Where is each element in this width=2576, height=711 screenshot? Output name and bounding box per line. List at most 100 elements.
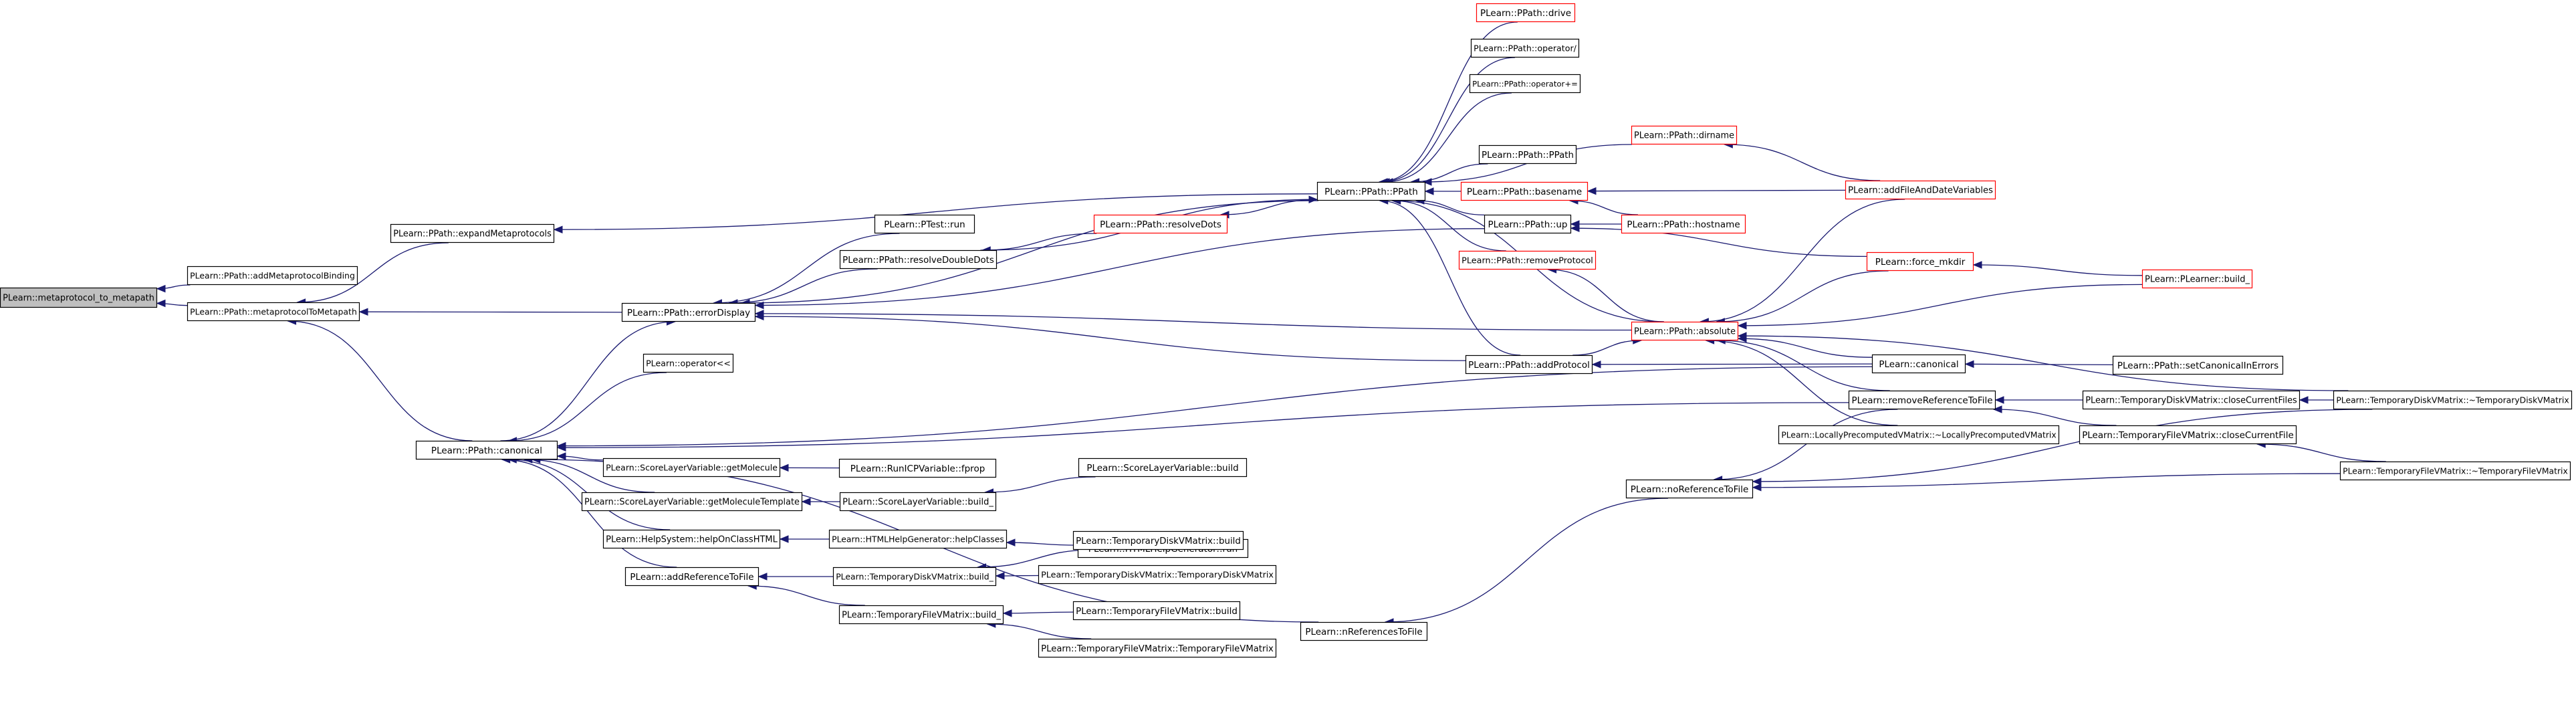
node-n23[interactable]: PLearn::TemporaryFileVMatrix::build_ (838, 605, 1004, 625)
node-n4[interactable]: PLearn::PPath::errorDisplay (621, 302, 756, 322)
node-label: PLearn::PPath::metaprotocolToMetapath (190, 307, 357, 317)
node-n13[interactable]: PLearn::HelpSystem::helpOnClassHTML (602, 529, 781, 549)
node-n3[interactable]: PLearn::PPath::expandMetaprotocols (390, 223, 555, 243)
node-n33[interactable]: PLearn::PPath::hostname (1621, 214, 1746, 234)
call-edge-n36-to-n35 (1548, 269, 1664, 322)
node-box (415, 440, 558, 460)
node-n49[interactable]: PLearn::TemporaryFileVMatrix::~Temporary… (2339, 461, 2571, 481)
node-n46[interactable]: PLearn::LocallyPrecomputedVMatrix::~Loca… (1778, 425, 2060, 445)
node-label: PLearn::ScoreLayerVariable::getMolecule (606, 463, 778, 473)
node-label: PLearn::PPath::dirname (1634, 131, 1734, 141)
node-label: PLearn::RunICPVariable::fprop (850, 464, 985, 474)
call-edge-n40-to-n39 (1973, 264, 2143, 276)
node-label: PLearn::PPath::absolute (1634, 327, 1736, 337)
node-n25[interactable]: PLearn::TemporaryFileVMatrix::TemporaryF… (1038, 638, 1277, 658)
node-n17[interactable]: PLearn::ScoreLayerVariable::build (1078, 458, 1248, 478)
node-n48[interactable]: PLearn::noReferenceToFile (1625, 479, 1754, 499)
node-n36[interactable]: PLearn::PPath::absolute (1631, 321, 1739, 341)
node-n14[interactable]: PLearn::addReferenceToFile (624, 567, 759, 587)
node-n10[interactable]: PLearn::operator<< (642, 353, 734, 373)
node-label: PLearn::HTMLHelpGenerator::helpClasses (832, 534, 1004, 544)
call-edge-n43-to-n36 (1717, 340, 1890, 391)
node-label: PLearn::PLearner::build_ (2145, 275, 2250, 285)
node-label: PLearn::operator<< (646, 359, 731, 369)
node-n26[interactable]: PLearn::nReferencesToFile (1300, 621, 1428, 641)
node-n31[interactable]: PLearn::PPath::PPath (1478, 144, 1577, 165)
node-n44[interactable]: PLearn::TemporaryDiskVMatrix::closeCurre… (2082, 390, 2301, 410)
node-n27[interactable]: PLearn::PPath::drive (1476, 3, 1576, 23)
arrowhead-n19-to-n18 (1006, 538, 1016, 546)
node-n32[interactable]: PLearn::PPath::basename (1460, 181, 1589, 201)
node-n12[interactable]: PLearn::ScoreLayerVariable::getMoleculeT… (581, 492, 803, 512)
node-n16[interactable]: PLearn::ScoreLayerVariable::build_ (839, 492, 997, 512)
arrowhead-n41-to-n37 (1591, 361, 1601, 369)
call-edge-n36-to-n4 (755, 313, 1632, 331)
node-n11[interactable]: PLearn::ScoreLayerVariable::getMolecule (602, 458, 781, 478)
arrowhead-n20-to-n14 (757, 573, 768, 581)
node-label: PLearn::PPath::addProtocol (1468, 360, 1590, 371)
node-label: PLearn::LocallyPrecomputedVMatrix::~Loca… (1781, 431, 2056, 440)
node-label: PLearn::TemporaryFileVMatrix::TemporaryF… (1041, 644, 1274, 654)
node-box (828, 529, 1008, 549)
nodes-layer: PLearn::metaprotocol_to_metapathPLearn::… (0, 3, 2573, 658)
node-n7[interactable]: PLearn::PTest::run (874, 214, 975, 234)
node-box (839, 492, 997, 512)
node-label: PLearn::TemporaryDiskVMatrix::TemporaryD… (1041, 571, 1274, 581)
arrowhead-n15-to-n11 (779, 464, 789, 472)
node-n42[interactable]: PLearn::PPath::setCanonicalInErrors (2112, 355, 2284, 375)
call-edge-n6-to-n9 (1220, 199, 1318, 215)
node-box (1316, 181, 1426, 201)
call-edge-n6-to-n3 (554, 193, 1318, 230)
node-box (1866, 251, 1974, 272)
call-edge-n40-to-n36 (1738, 284, 2143, 326)
node-box (838, 458, 997, 478)
node-box (1300, 621, 1428, 641)
arrowhead-n6-to-n3 (553, 225, 563, 234)
node-label: PLearn::PPath::basename (1467, 187, 1582, 197)
call-edge-n8-to-n4 (729, 268, 878, 304)
node-n8[interactable]: PLearn::PPath::resolveDoubleDots (839, 249, 998, 270)
node-box (2079, 425, 2297, 445)
call-edge-n43-to-n48 (1714, 409, 1898, 480)
node-n34[interactable]: PLearn::PPath::up (1484, 214, 1572, 234)
node-n41[interactable]: PLearn::canonical (1871, 354, 1966, 374)
node-n15[interactable]: PLearn::RunICPVariable::fprop (838, 458, 997, 478)
node-n45[interactable]: PLearn::TemporaryDiskVMatrix::~Temporary… (2333, 390, 2573, 410)
call-edge-n47-to-n43 (1994, 409, 2117, 426)
call-edge-n38-to-n30 (1724, 144, 1881, 181)
node-n47[interactable]: PLearn::TemporaryFileVMatrix::closeCurre… (2079, 425, 2297, 445)
call-edge-n45-to-n48 (1752, 409, 2373, 482)
call-edge-n24-to-n23 (1003, 611, 1074, 614)
node-n37[interactable]: PLearn::PPath::addProtocol (1465, 354, 1593, 375)
node-label: PLearn::PPath::PPath (1324, 187, 1418, 197)
arrowhead-n42-to-n41 (1964, 360, 1974, 369)
call-edge-n7-to-n4 (713, 233, 900, 304)
node-n2[interactable]: PLearn::PPath::metaprotocolToMetapath (187, 302, 360, 322)
node-n18[interactable]: PLearn::HTMLHelpGenerator::helpClasses (828, 529, 1008, 549)
arrowhead-n45-to-n48 (1752, 478, 1762, 486)
node-n28[interactable]: PLearn::PPath::operator/ (1470, 38, 1580, 58)
node-n6[interactable]: PLearn::PPath::PPath (1316, 181, 1426, 201)
node-label: PLearn::PPath::errorDisplay (627, 308, 750, 318)
node-n29[interactable]: PLearn::PPath::operator+= (1469, 74, 1581, 94)
node-n9[interactable]: PLearn::PPath::resolveDots (1093, 214, 1228, 234)
node-n40[interactable]: PLearn::PLearner::build_ (2141, 269, 2253, 289)
node-n30[interactable]: PLearn::PPath::dirname (1631, 125, 1738, 145)
node-n24[interactable]: PLearn::TemporaryFileVMatrix::build (1072, 601, 1241, 621)
node-box (1478, 144, 1577, 165)
node-n38[interactable]: PLearn::addFileAndDateVariables (1845, 180, 1996, 200)
node-n5[interactable]: PLearn::PPath::canonical (415, 440, 558, 460)
node-label: PLearn::addReferenceToFile (630, 572, 753, 583)
node-n35[interactable]: PLearn::PPath::removeProtocol (1458, 250, 1597, 270)
node-n22[interactable]: PLearn::TemporaryDiskVMatrix::TemporaryD… (1038, 565, 1277, 585)
node-label: PLearn::PTest::run (884, 219, 965, 230)
node-box (1484, 214, 1572, 234)
node-n1[interactable]: PLearn::PPath::addMetaprotocolBinding (187, 266, 358, 286)
node-n20[interactable]: PLearn::TemporaryDiskVMatrix::build_ (832, 567, 997, 587)
node-n43[interactable]: PLearn::removeReferenceToFile (1848, 390, 1996, 410)
node-n39[interactable]: PLearn::force_mkdir (1866, 251, 1974, 272)
node-n21[interactable]: PLearn::TemporaryDiskVMatrix::build (1072, 530, 1244, 550)
node-box (581, 492, 803, 512)
node-label: PLearn::PPath::operator+= (1472, 80, 1578, 89)
call-edge-n37-to-n36 (1572, 340, 1641, 356)
